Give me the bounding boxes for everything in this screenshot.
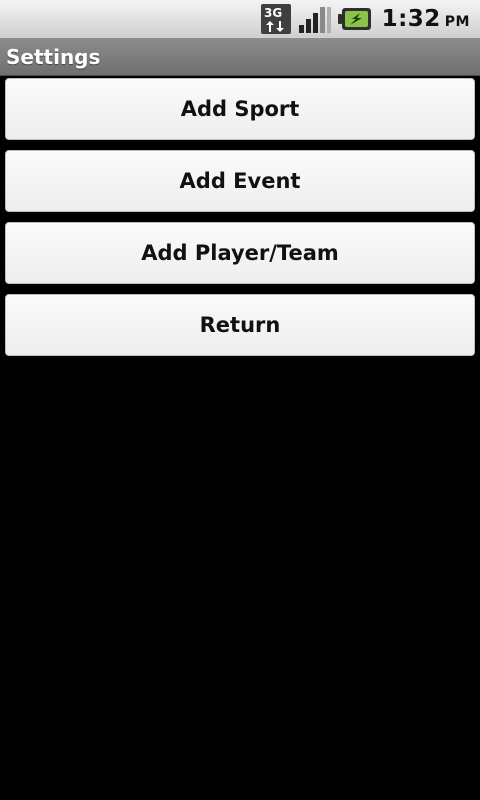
return-button[interactable]: Return bbox=[5, 294, 475, 356]
settings-menu: Add Sport Add Event Add Player/Team Retu… bbox=[5, 78, 475, 366]
clock-ampm: PM bbox=[444, 14, 470, 30]
battery-charging-icon bbox=[337, 6, 372, 32]
add-player-team-button[interactable]: Add Player/Team bbox=[5, 222, 475, 284]
clock-time: 1:32 bbox=[381, 6, 441, 32]
page-title: Settings bbox=[6, 44, 101, 69]
add-sport-button[interactable]: Add Sport bbox=[5, 78, 475, 140]
signal-strength-icon bbox=[298, 3, 332, 35]
3g-data-icon: 3G bbox=[260, 3, 292, 35]
status-bar: 3G 1:32 PM bbox=[0, 0, 480, 38]
title-bar: Settings bbox=[0, 38, 480, 76]
status-clock: 1:32 PM bbox=[382, 6, 470, 32]
svg-text:3G: 3G bbox=[264, 6, 282, 20]
add-event-button[interactable]: Add Event bbox=[5, 150, 475, 212]
